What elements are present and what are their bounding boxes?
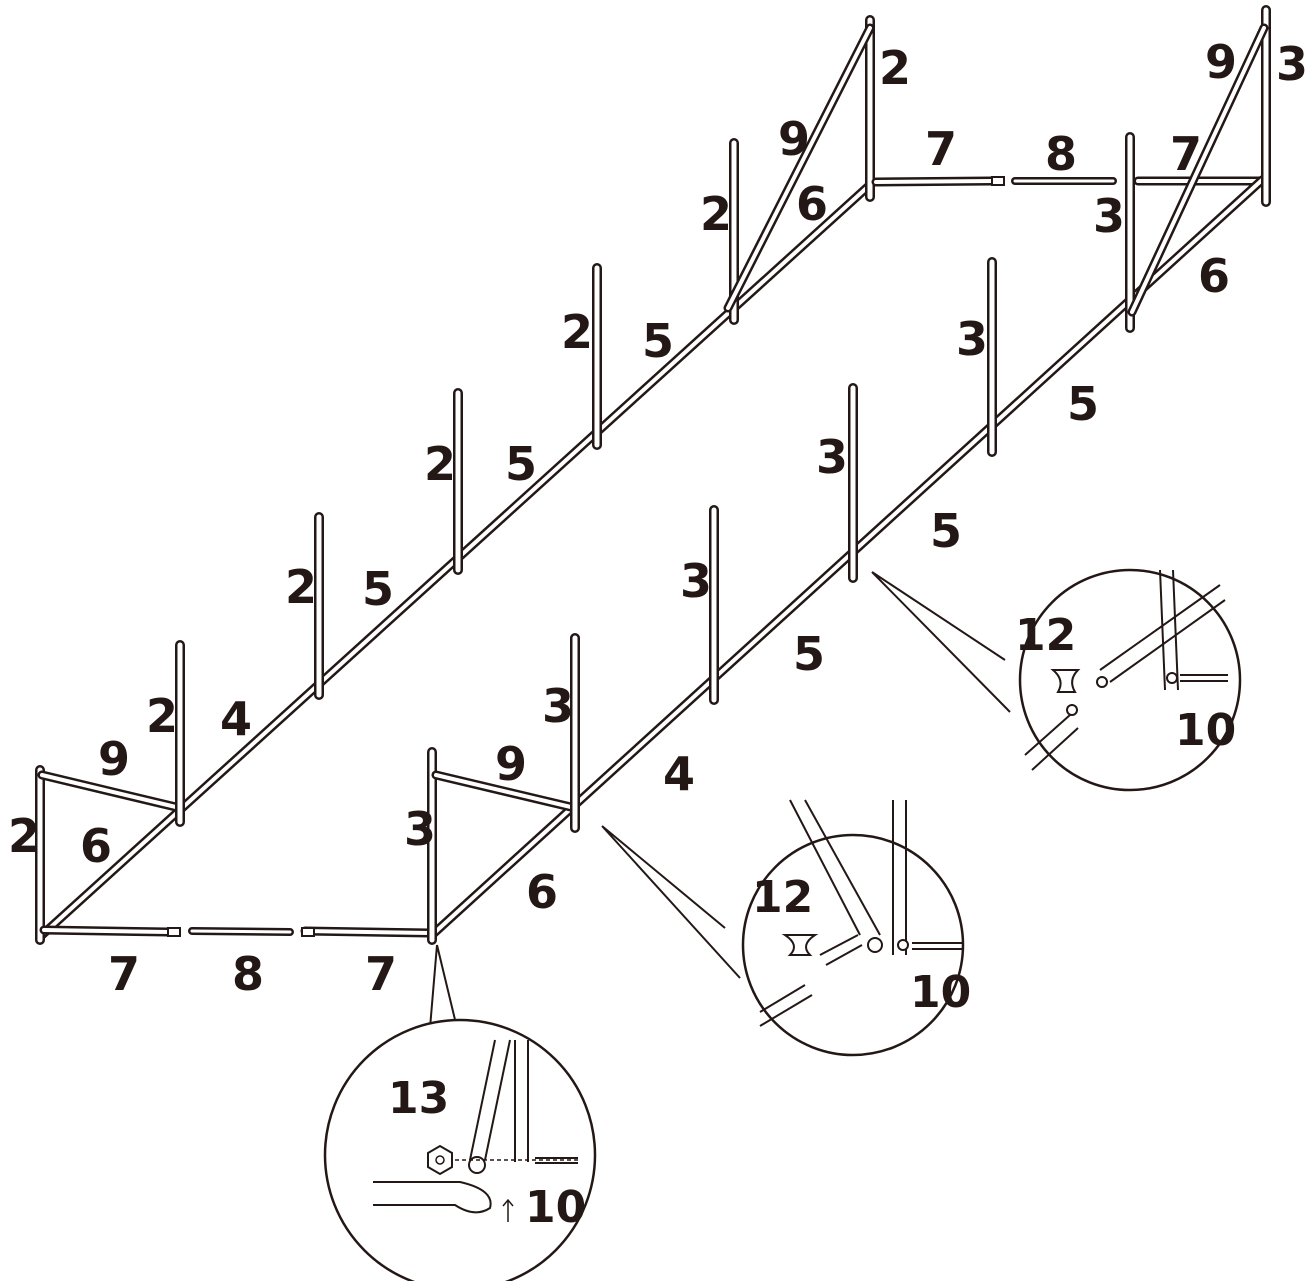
- upper-posts: [175, 15, 875, 827]
- label-upper-post-3: 2: [561, 305, 593, 359]
- callout-right-bolt-label: 10: [1175, 705, 1236, 756]
- label-lower-rail-1: 4: [663, 747, 695, 801]
- label-lower-brace-right: 9: [1205, 35, 1237, 89]
- label-lower-rail-2: 5: [793, 627, 825, 681]
- label-lower-rail-6: 6: [1198, 249, 1230, 303]
- label-top-crossbar-8: 8: [1045, 127, 1077, 181]
- label-upper-rail-4: 5: [642, 314, 674, 368]
- label-top-crossbar-7b: 7: [1170, 127, 1202, 181]
- callout-corner-bolt-label: 10: [525, 1182, 586, 1233]
- label-upper-rail-3: 5: [505, 437, 537, 491]
- upper-frame: [35, 15, 1267, 945]
- label-lower-rail-4: 5: [1067, 377, 1099, 431]
- label-lower-rail-0: 6: [526, 865, 558, 919]
- label-upper-post-4: 2: [700, 187, 732, 241]
- label-top-crossbar-7: 7: [925, 122, 957, 176]
- label-upper-rail-0: 6: [80, 819, 112, 873]
- label-lower-rail-3: 5: [930, 504, 962, 558]
- label-upper-post-5: 2: [879, 41, 911, 95]
- upper-right-crossbars: [871, 176, 1267, 187]
- label-upper-rail-6: 6: [796, 177, 828, 231]
- callout-corner: 13 10: [323, 944, 597, 1281]
- label-upper-post-0: 2: [146, 689, 178, 743]
- part-labels: 2 6 4 5 5 5 6 2 2 2 2 2 2 9 9 7 8 7 7 8 …: [8, 35, 1307, 1001]
- callout-right-wingnut-label: 12: [1015, 610, 1076, 661]
- label-upper-rail-1: 4: [220, 692, 252, 746]
- label-crossbar-7-left: 7: [108, 947, 140, 1001]
- lower-posts: [570, 5, 1271, 833]
- label-lower-post-4: 3: [956, 312, 988, 366]
- label-crossbar-7-right: 7: [365, 947, 397, 1001]
- label-upper-post-2: 2: [424, 437, 456, 491]
- lower-frame: [427, 5, 1271, 945]
- callout-corner-nut-label: 13: [388, 1073, 449, 1124]
- callout-post-left: 12 10: [601, 799, 971, 1057]
- label-lower-post-1: 3: [542, 679, 574, 733]
- label-crossbar-8-left: 8: [232, 947, 264, 1001]
- label-upper-brace-right: 9: [778, 112, 810, 166]
- callout-left-bolt-label: 10: [910, 967, 971, 1018]
- label-lower-post-2: 3: [680, 554, 712, 608]
- callout-post-right: 12 10: [871, 568, 1242, 792]
- label-upper-brace-left: 9: [98, 732, 130, 786]
- label-lower-post-3: 3: [816, 430, 848, 484]
- label-upper-post-1: 2: [285, 560, 317, 614]
- label-left-end-post: 2: [8, 809, 40, 863]
- label-lower-brace-left: 9: [495, 737, 527, 791]
- label-upper-rail-2: 5: [362, 562, 394, 616]
- upper-left-crossbars: [39, 925, 435, 938]
- label-lower-post-5: 3: [1093, 189, 1125, 243]
- callout-left-wingnut-label: 12: [752, 872, 813, 923]
- label-right-end-post: 3: [1276, 37, 1307, 91]
- label-lower-left-end-post: 3: [404, 802, 436, 856]
